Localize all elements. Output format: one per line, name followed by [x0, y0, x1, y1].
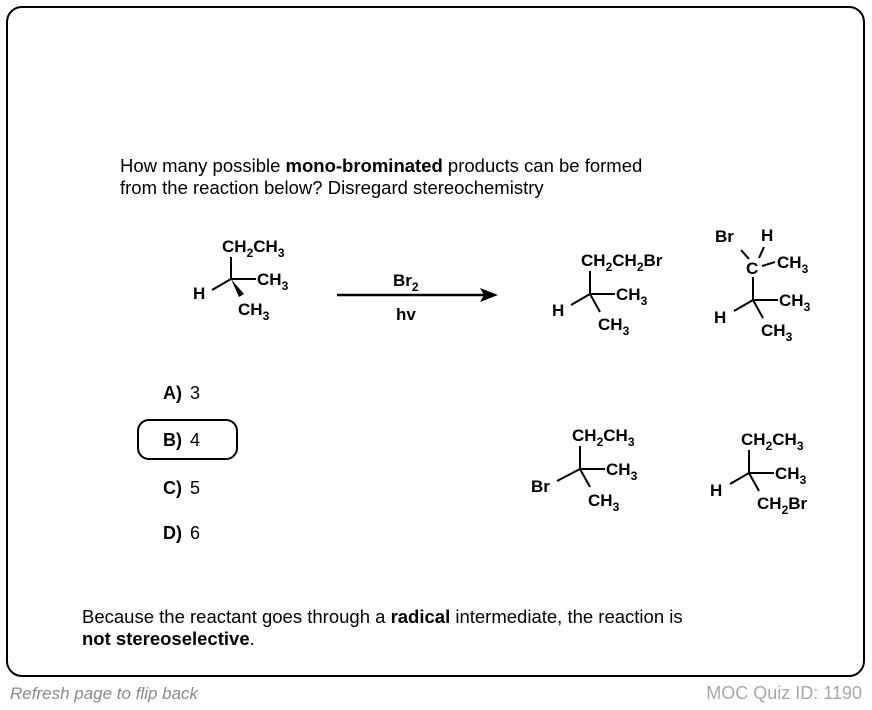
choice-letter: C) [163, 478, 182, 498]
bond-line [733, 299, 754, 312]
product-3-top: CH2CH3 [572, 426, 635, 449]
explanation-suffix: . [249, 628, 255, 649]
product-4-left: H [710, 481, 722, 500]
product-1-right: CH3 [616, 285, 648, 308]
explanation-bold-radical: radical [390, 606, 451, 627]
product-2-left: H [714, 308, 726, 327]
bond-line [761, 261, 776, 267]
bond-line [556, 468, 581, 482]
choice-a[interactable]: A) 3 [163, 381, 200, 405]
reactant-left-atom: H [193, 284, 205, 303]
product-4-right: CH3 [775, 464, 807, 487]
bond-line [579, 468, 591, 488]
choice-value: 5 [190, 478, 201, 498]
reactant-structure: CH2CH3 CH3 H CH3 [193, 237, 289, 323]
product-2-ch3-top: CH3 [777, 253, 809, 276]
product-3-left: Br [531, 477, 550, 496]
choice-value: 4 [190, 430, 201, 450]
reagent-label: Br2 [393, 271, 419, 294]
question-text: How many possible mono-brominated produc… [120, 155, 642, 199]
reaction-arrow: Br2 hv [337, 271, 498, 324]
product-4-structure: CH2CH3 CH3 H CH2Br [710, 430, 808, 517]
product-2-bottom: CH3 [761, 321, 793, 344]
product-3-right: CH3 [606, 460, 638, 483]
quiz-card[interactable] [6, 6, 865, 677]
quiz-id: MOC Quiz ID: 1190 [706, 683, 862, 703]
reactant-wedge-group: CH3 [238, 300, 270, 323]
reactant-top-group: CH2CH3 [222, 237, 285, 260]
explanation-middle: intermediate, the reaction is [450, 606, 683, 627]
product-2-br: Br [715, 227, 734, 246]
product-2-structure: Br H C CH3 CH3 H CH3 [714, 226, 811, 344]
choice-value: 3 [190, 383, 201, 403]
product-1-bottom: CH3 [598, 315, 630, 338]
product-2-h: H [761, 226, 773, 245]
reactant-right-group: CH3 [257, 270, 289, 293]
bond-line [748, 472, 760, 492]
choice-d[interactable]: D) 6 [163, 521, 200, 545]
choice-c[interactable]: C) 5 [163, 476, 200, 500]
explanation-text: Because the reactant goes through a radi… [82, 606, 683, 650]
product-4-bottom: CH2Br [757, 494, 808, 517]
question-prefix: How many possible [120, 155, 286, 176]
product-3-bottom: CH3 [588, 491, 620, 514]
question-suffix: products can be formed [442, 155, 643, 176]
bond-line [758, 246, 765, 259]
bond-line [589, 293, 601, 313]
bond-line [740, 249, 750, 260]
explanation-bold-stereo: not stereoselective [82, 628, 250, 649]
bond-line [729, 472, 750, 485]
explanation-prefix: Because the reactant goes through a [82, 606, 391, 627]
question-bold: mono-brominated [285, 155, 443, 176]
condition-label: hv [396, 305, 416, 324]
product-4-top: CH2CH3 [741, 430, 804, 453]
selected-answer-outline [137, 419, 238, 460]
question-line2: from the reaction below? Disregard stere… [120, 177, 544, 198]
product-3-structure: CH2CH3 CH3 Br CH3 [531, 426, 638, 514]
arrow-head-icon [480, 288, 498, 302]
product-1-structure: CH2CH2Br CH3 H CH3 [552, 251, 663, 338]
bond-line [752, 299, 764, 319]
wedge-bond [231, 279, 244, 297]
product-2-c: C [746, 259, 758, 278]
product-1-top: CH2CH2Br [581, 251, 663, 274]
choice-value: 6 [190, 523, 201, 543]
refresh-hint: Refresh page to flip back [10, 684, 199, 703]
choice-letter: B) [163, 430, 182, 450]
choice-b[interactable]: B) 4 [163, 428, 200, 452]
bond-line [211, 278, 232, 291]
bond-line [570, 293, 591, 306]
product-1-left: H [552, 301, 564, 320]
product-2-right: CH3 [779, 291, 811, 314]
choice-letter: D) [163, 523, 182, 543]
choice-letter: A) [163, 383, 182, 403]
